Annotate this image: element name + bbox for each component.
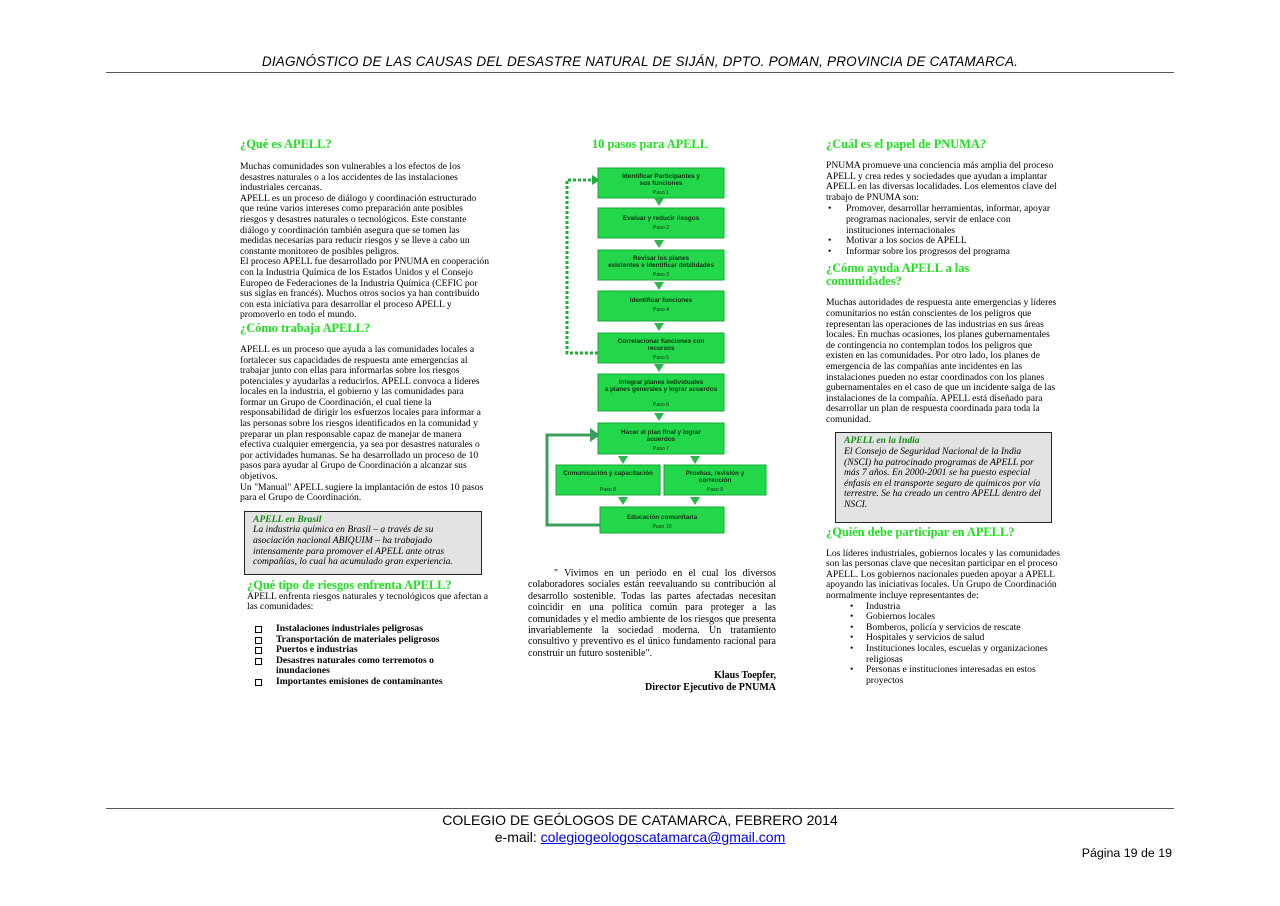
paragraph: Muchas autoridades de respuesta ante eme… bbox=[826, 297, 1057, 425]
footer-rule bbox=[106, 808, 1174, 809]
list-item: Personas e instituciones interesadas en … bbox=[826, 664, 1060, 686]
heading-quien-participa: ¿Quién debe participar en APELL? bbox=[826, 524, 1015, 539]
footer-line: COLEGIO DE GEÓLOGOS DE CATAMARCA, FEBRER… bbox=[442, 812, 838, 828]
step-arrows bbox=[618, 198, 700, 505]
step-label: Evaluar y reducir riesgos bbox=[623, 215, 700, 222]
list-item: Transportación de materiales peligrosos bbox=[250, 634, 470, 646]
feedback-loop-solid bbox=[545, 433, 600, 527]
heading-que-es-apell: ¿Qué es APELL? bbox=[240, 137, 332, 151]
paragraph: PNUMA promueve una conciencia más amplia… bbox=[826, 160, 1057, 203]
india-box-title: APELL en la India bbox=[844, 435, 920, 447]
heading-papel-pnuma: ¿Cuál es el papel de PNUMA? bbox=[826, 137, 987, 151]
list-item: Instituciones locales, escuelas y organi… bbox=[826, 643, 1060, 665]
step-number: Paso 8 bbox=[600, 487, 616, 493]
paragraph: Los líderes industriales, gobiernos loca… bbox=[826, 547, 1060, 601]
heading-tipo-riesgos: ¿Qué tipo de riesgos enfrenta APELL? bbox=[247, 577, 452, 592]
list-item: Motivar a los socios de APELL bbox=[826, 236, 1060, 247]
pnuma-list: Promover, desarrollar herramientas, info… bbox=[826, 204, 1060, 257]
paragraph: Muchas comunidades son vulnerables a los… bbox=[240, 161, 461, 194]
step-number: Paso 6 bbox=[653, 402, 669, 408]
arrow-head bbox=[592, 175, 600, 185]
step-10: Educación comunitaria Paso 10 bbox=[599, 506, 725, 534]
brasil-box-text: La industria química en Brasil – a travé… bbox=[253, 524, 453, 568]
step-2: Evaluar y reducir riesgos Paso 2 bbox=[597, 207, 725, 239]
header-rule bbox=[106, 72, 1174, 73]
email-label: e-mail: bbox=[494, 829, 541, 845]
quote-block: " Vivimos en un periodo en el cual los d… bbox=[528, 568, 776, 693]
page-number: Página 19 de 19 bbox=[1081, 846, 1172, 860]
list-item: Importantes emisiones de contaminantes bbox=[250, 676, 470, 688]
list-item: Instalaciones industriales peligrosas bbox=[250, 623, 470, 635]
step-4: Identificar funciones Paso 4 bbox=[597, 290, 725, 322]
quote-author-role: Director Ejecutivo de PNUMA bbox=[645, 681, 776, 693]
right-column: ¿Cuál es el papel de PNUMA? PNUMA promue… bbox=[826, 138, 1060, 686]
middle-column: 10 pasos para APELL bbox=[530, 138, 778, 151]
paragraph: Un "Manual" APELL sugiere la implantació… bbox=[240, 481, 484, 504]
list-item: Desastres naturales como terremotos o in… bbox=[250, 655, 470, 677]
step-label: Identificar funciones bbox=[630, 297, 693, 304]
step-label: Comunicación y capacitación bbox=[563, 470, 653, 477]
step-number: Paso 3 bbox=[653, 272, 669, 278]
step-number: Paso 2 bbox=[653, 225, 669, 231]
brasil-box: APELL en Brasil La industria química en … bbox=[244, 510, 482, 575]
risks-list: Instalaciones industriales peligrosas Tr… bbox=[250, 623, 470, 688]
brasil-box-title: APELL en Brasil bbox=[253, 513, 322, 525]
feedback-loop-dotted bbox=[565, 178, 598, 355]
list-item: Informar sobre los progresos del program… bbox=[826, 246, 1060, 258]
heading-como-trabaja: ¿Cómo trabaja APELL? bbox=[240, 320, 371, 335]
list-item: Promover, desarrollar herramientas, info… bbox=[826, 204, 1060, 236]
quote-author: Klaus Toepfer, bbox=[714, 670, 776, 682]
paragraph: APELL es un proceso de diálogo y coordin… bbox=[240, 192, 477, 257]
step-number: Paso 7 bbox=[653, 446, 669, 452]
step-number: Paso 5 bbox=[653, 355, 669, 361]
step-number: Paso 10 bbox=[652, 524, 671, 530]
step-number: Paso 4 bbox=[653, 307, 669, 313]
step-number: Paso 1 bbox=[653, 190, 669, 196]
footer-email-line: e-mail: colegiogeologoscatamarca@gmail.c… bbox=[106, 829, 1174, 846]
left-column: ¿Qué es APELL? Muchas comunidades son vu… bbox=[240, 138, 490, 688]
list-item: Hospitales y servicios de salud bbox=[826, 633, 1060, 644]
step-number: Paso 9 bbox=[707, 487, 723, 493]
list-item: Bomberos, policía y servicios de rescate bbox=[826, 622, 1060, 634]
paragraph: APELL enfrenta riesgos naturales y tecno… bbox=[247, 590, 488, 613]
step-label: Educación comunitaria bbox=[627, 514, 698, 521]
india-box-text: El Consejo de Seguridad Nacional de la I… bbox=[844, 446, 1041, 511]
step-8: Comunicación y capacitación Paso 8 bbox=[555, 464, 661, 496]
document-header: DIAGNÓSTICO DE LAS CAUSAS DEL DESASTRE N… bbox=[261, 54, 1019, 69]
email-link[interactable]: colegiogeologoscatamarca@gmail.com bbox=[540, 829, 786, 845]
list-item: Industria bbox=[826, 601, 1060, 613]
flow-title: 10 pasos para APELL bbox=[591, 137, 709, 151]
paragraph: APELL es un proceso que ayuda a las comu… bbox=[240, 343, 481, 483]
india-box: APELL en la India El Consejo de Segurida… bbox=[835, 432, 1052, 523]
arrow-head bbox=[590, 428, 600, 442]
participants-list: Industria Gobiernos locales Bomberos, po… bbox=[826, 601, 1060, 687]
list-item: Gobiernos locales bbox=[826, 612, 1060, 623]
list-item: Puertos e industrias bbox=[250, 645, 470, 656]
paragraph: El proceso APELL fue desarrollado por PN… bbox=[240, 256, 490, 321]
heading-como-ayuda: ¿Cómo ayuda APELL a las comunidades? bbox=[826, 261, 970, 289]
quote-text: " Vivimos en un periodo en el cual los d… bbox=[528, 568, 776, 659]
